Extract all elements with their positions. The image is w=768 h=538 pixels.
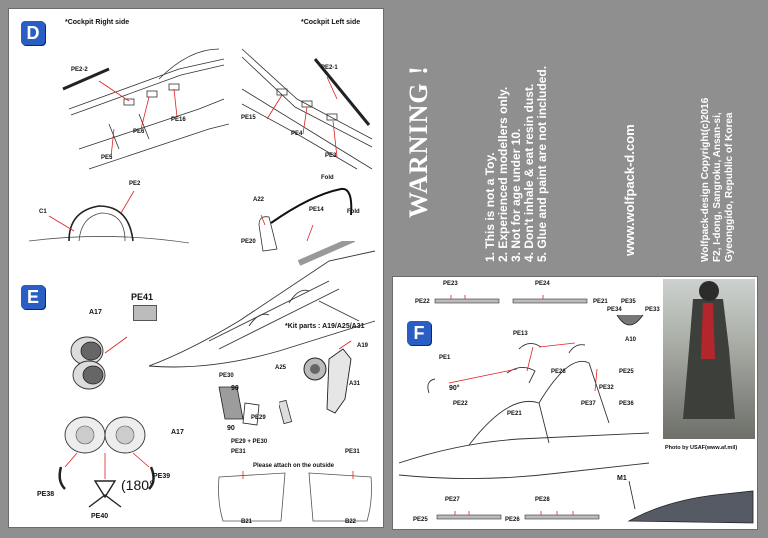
ejection-seat-drawing: [303, 340, 352, 414]
part-pe29-pe30: PE29 + PE30: [231, 439, 268, 445]
part-pe4: PE4: [291, 131, 303, 137]
part-pe28: PE28: [535, 497, 550, 503]
attach-note: Please attach on the outside: [253, 463, 335, 469]
fuselage-drawing: [149, 241, 376, 368]
seat-photo-illustration: [683, 281, 735, 419]
part-pe40: PE40: [91, 513, 109, 520]
part-a17-top: A17: [89, 309, 102, 316]
instruction-sheet-right: PE23 PE22 PE24 PE21 PE34 PE35 PE33 A10 P…: [392, 276, 758, 530]
part-pe16: PE16: [171, 117, 186, 123]
part-m1: M1: [617, 475, 627, 482]
part-pe31-left: PE31: [231, 449, 246, 455]
part-a25: A25: [275, 365, 287, 371]
canopy-fuselage-drawing: [399, 342, 650, 480]
part-pe14: PE14: [309, 207, 324, 213]
part-pe39: PE39: [153, 473, 171, 480]
section-f-badge: F: [407, 321, 431, 345]
part-pe2: PE2: [129, 181, 141, 187]
part-b22: B22: [345, 519, 357, 525]
part-pe6: PE6: [133, 129, 145, 135]
part-pe24: PE24: [535, 281, 550, 287]
part-b21: B21: [241, 519, 253, 525]
part-pe26-bottom: PE26: [505, 517, 520, 523]
part-pe23: PE23: [443, 281, 458, 287]
part-a17-bottom: A17: [171, 429, 184, 436]
part-pe41: PE41: [131, 292, 154, 302]
part-pe22-canopy: PE22: [453, 401, 468, 407]
part-pe26-canopy: PE26: [551, 369, 566, 375]
section-d-badge: D: [21, 21, 45, 45]
warning-title: WARNING !: [404, 65, 433, 218]
part-pe33: PE33: [645, 307, 660, 313]
section-e-badge: E: [21, 285, 45, 309]
part-pe37: PE37: [581, 401, 596, 407]
strip-pe22-drawing: [434, 295, 500, 304]
canopy-fold-drawing: [258, 187, 353, 252]
intake-drawing: [70, 336, 128, 390]
part-pe27: PE27: [445, 497, 460, 503]
strip-pe21-drawing: [512, 295, 588, 304]
part-pe38: PE38: [37, 491, 55, 498]
part-fold-right: Fold: [347, 209, 360, 215]
strip-pe25-drawing: [436, 511, 502, 520]
part-pe31-right: PE31: [345, 449, 360, 455]
part-pe3: PE3: [325, 153, 337, 159]
part-pe21-canopy: PE21: [507, 411, 522, 417]
angle-90-f: 90°: [449, 385, 460, 392]
part-pe35: PE35: [621, 299, 636, 305]
m1-fuselage-drawing: [627, 481, 754, 524]
pe30-bracket-drawing: [218, 386, 260, 426]
website-link[interactable]: www.wolfpack-d.com: [622, 124, 637, 256]
instrument-hood-drawing: [29, 190, 189, 244]
cockpit-left-drawing: [241, 48, 373, 170]
kit-parts-note: *Kit parts : A19/A25/A31: [285, 323, 365, 330]
part-pe1: PE1: [439, 355, 451, 361]
part-pe32: PE32: [599, 385, 614, 391]
part-a22: A22: [253, 197, 265, 203]
part-pe25-canopy: PE25: [619, 369, 634, 375]
angle-90-bottom: 90: [227, 425, 235, 432]
copyright-line: Gyeonggido, Republic of Korea: [724, 112, 735, 262]
a10-part-drawing: [616, 314, 644, 326]
pedal-drawing: [279, 399, 293, 425]
part-pe20: PE20: [241, 239, 256, 245]
part-a19: A19: [357, 343, 369, 349]
part-fold-top: Fold: [321, 175, 334, 181]
part-c1: C1: [39, 209, 47, 215]
part-pe29: PE29: [251, 415, 266, 421]
instruction-sheet-left: D *Cockpit Right side *Cockpit Left side…: [8, 8, 384, 528]
strip-pe26-drawing: [524, 511, 600, 520]
warning-list: 1. This is not a Toy. 2. Experienced mod…: [483, 65, 549, 262]
part-pe2-2: PE2-2: [71, 67, 88, 73]
part-pe21-top: PE21: [593, 299, 608, 305]
part-pe5: PE5: [101, 155, 113, 161]
part-pe2-1: PE2-1: [321, 65, 338, 71]
part-a10: A10: [625, 337, 637, 343]
copyright-line: Wolfpack-design Copyright(c)2016: [700, 97, 711, 262]
part-pe34: PE34: [607, 307, 622, 313]
angle-90-top: 90: [231, 385, 239, 392]
panel-drawing: [218, 471, 372, 522]
part-pe15: PE15: [241, 115, 256, 121]
part-pe22-top: PE22: [415, 299, 430, 305]
warning-item: 5. Glue and paint are not included.: [535, 65, 549, 262]
cockpit-right-drawing: [62, 48, 229, 170]
part-pe30: PE30: [219, 373, 234, 379]
part-a31: A31: [349, 381, 361, 387]
cockpit-left-title: *Cockpit Left side: [301, 19, 361, 26]
pe41-plate: [133, 305, 157, 321]
copyright-block: Wolfpack-design Copyright(c)2016 F2, I-d…: [700, 98, 736, 262]
cockpit-right-title: *Cockpit Right side: [65, 19, 130, 26]
photo-credit: Photo by USAF(www.af.mil): [665, 445, 738, 451]
part-pe25-bottom: PE25: [413, 517, 428, 523]
ejection-seat-photo: [663, 279, 755, 439]
copyright-line: F2, I-dong, Sangroku, Ansan-si,: [712, 112, 723, 262]
angle-180: (180°: [121, 477, 155, 493]
intake-front-drawing: [58, 416, 155, 508]
part-pe36: PE36: [619, 401, 634, 407]
part-pe13: PE13: [513, 331, 528, 337]
